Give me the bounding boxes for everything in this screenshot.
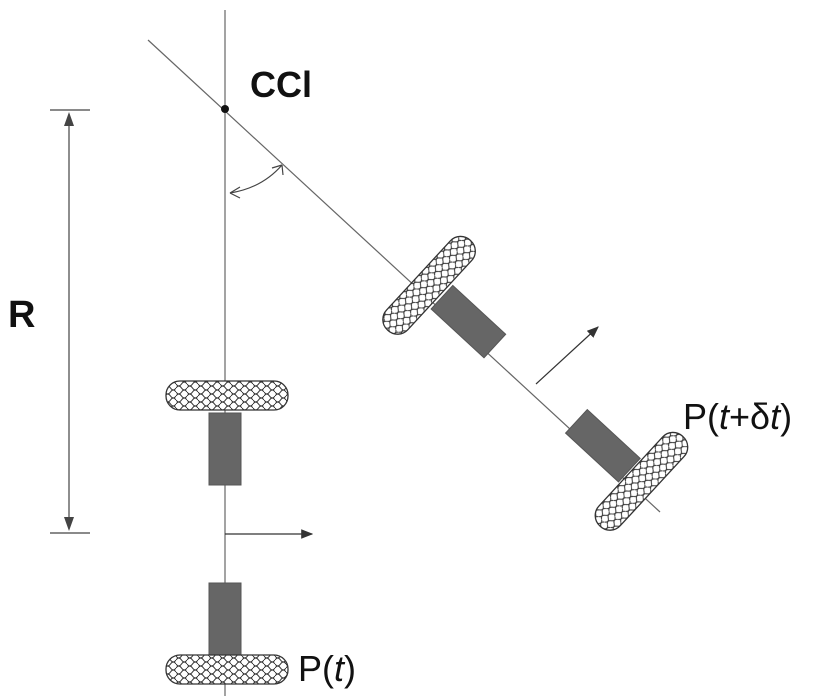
axle-lower bbox=[564, 408, 641, 483]
wheel-lower bbox=[594, 431, 689, 531]
wheel-upper bbox=[382, 235, 476, 335]
start-pose-label: P(t) bbox=[298, 648, 356, 690]
robot-end bbox=[382, 235, 689, 531]
wheel-bottom bbox=[165, 654, 289, 685]
radius-label: R bbox=[8, 294, 36, 336]
rotation-angle-arc bbox=[229, 164, 284, 199]
wheel-top bbox=[165, 380, 289, 411]
velocity-arrow-end bbox=[535, 326, 599, 385]
end-pose-suffix: ) bbox=[780, 396, 793, 437]
end-pose-prefix: P( bbox=[683, 396, 719, 437]
radius-dimension bbox=[50, 109, 90, 534]
axle-upper bbox=[430, 284, 507, 359]
end-pose-var: t bbox=[719, 396, 730, 437]
axle-top bbox=[208, 412, 242, 486]
center-point bbox=[221, 105, 229, 113]
center-label: CCl bbox=[250, 64, 312, 105]
end-pose-delta: δ bbox=[750, 396, 771, 437]
end-pose-label: P(t+δt) bbox=[683, 396, 792, 438]
start-pose-var: t bbox=[334, 648, 345, 689]
axle-bottom bbox=[208, 582, 242, 656]
start-pose-suffix: ) bbox=[344, 648, 357, 689]
start-pose-prefix: P( bbox=[298, 648, 334, 689]
end-pose-var2: t bbox=[770, 396, 781, 437]
robot-start bbox=[165, 380, 314, 685]
end-pose-plus: + bbox=[729, 396, 751, 437]
